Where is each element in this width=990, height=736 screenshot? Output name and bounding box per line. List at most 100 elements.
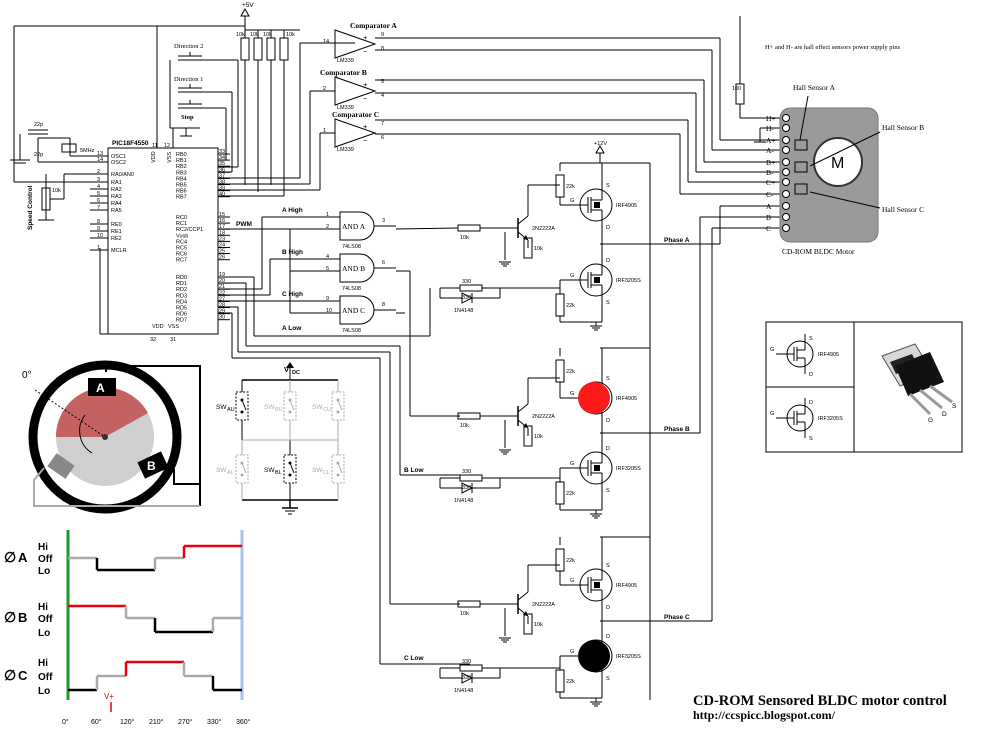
pic-pin-name: RD3	[176, 293, 187, 299]
coil-a	[88, 378, 116, 396]
vcc12-label: +12V	[594, 141, 607, 147]
comparator-c-out: 1	[323, 128, 326, 134]
switch-contact	[336, 461, 340, 465]
signal-b-low: B Low	[404, 467, 424, 474]
comparator-hall-wires: 100	[375, 16, 780, 195]
pic-pin-num: 25	[219, 249, 225, 255]
motor-pin-dot	[782, 202, 790, 210]
pic-pin-name: RB2	[176, 164, 187, 170]
comparator-a-triangle	[334, 29, 377, 59]
level-label: Hi	[38, 602, 48, 613]
pic-pin31: 31	[170, 337, 176, 343]
resistor	[555, 293, 565, 317]
pic-pin-num: 9	[97, 226, 100, 232]
fet-diode	[594, 582, 600, 588]
p-fet-0	[579, 188, 613, 222]
button-direction1-label: Direction 1	[174, 76, 203, 83]
switch-contact	[288, 398, 292, 402]
ref-fet-g: G	[770, 411, 774, 417]
phase-name: C	[18, 668, 28, 683]
fet-s: S	[606, 183, 610, 189]
motor-title: CD-ROM BLDC Motor	[782, 247, 855, 256]
pic-pin-name: RA1	[111, 180, 122, 186]
resistor	[523, 613, 533, 635]
r330-label: 330	[462, 659, 471, 665]
diode-label: 1N4148	[454, 688, 473, 694]
phase-name: B	[18, 610, 27, 625]
npn-label: 2N2222A	[532, 226, 555, 232]
fet-g: G	[570, 461, 574, 467]
signal-a-low: A Low	[282, 325, 302, 332]
pic-pin-name: RB7	[176, 195, 187, 201]
hall-a-label: Hall Sensor A	[793, 83, 836, 92]
comparator-b-triangle	[334, 76, 377, 106]
resistor-label: 330	[462, 485, 471, 491]
resistor	[523, 237, 533, 259]
wire	[395, 227, 459, 230]
gate-a-body	[339, 211, 375, 241]
x-tick-label: 0°	[62, 718, 69, 726]
pic-pin-num: 8	[97, 219, 100, 225]
switch-box	[283, 454, 297, 484]
motor-pin-label: A+	[766, 136, 776, 145]
motor-note: H+ and H- are hall effect sensors power …	[765, 44, 901, 51]
speed-control: 10k Speed Control	[27, 173, 108, 335]
switch-box	[331, 391, 345, 421]
cap1-label: 22p	[34, 122, 43, 128]
coil-b-label: B	[147, 459, 156, 473]
pic-pin-num: 18	[219, 230, 225, 236]
gate-a-chip: 74LS08	[342, 244, 361, 250]
phase-symbol: ∅	[4, 549, 16, 565]
gate-a-in1: 1	[326, 212, 329, 218]
stator-angle-0: 0°	[22, 370, 32, 381]
pic-pin-num: 38	[219, 180, 225, 186]
x-tick-label: 60°	[91, 718, 102, 726]
resistor	[555, 174, 565, 198]
x-tick-label: 360°	[236, 718, 251, 726]
motor-pin-dot	[782, 136, 790, 144]
motor-pin-dot	[782, 158, 790, 166]
resistor-label: 22k	[566, 491, 575, 497]
wire	[337, 399, 343, 411]
motor-pin-label: B-	[766, 168, 774, 177]
pic-pin-name: RD5	[176, 306, 187, 312]
pic-vdd-top: VDD	[151, 151, 157, 163]
plus-sign: +	[363, 33, 368, 42]
pic-pin-name: RD0	[176, 275, 187, 281]
switch-sub: CL	[323, 470, 330, 476]
gate-a-out: 3	[382, 218, 385, 224]
resistor-label: 10k	[534, 246, 543, 252]
pic-pin-name: RE1	[111, 229, 122, 235]
pic-pin-name: RE0	[111, 222, 122, 228]
to220-s: S	[952, 403, 957, 410]
pic-pin-name: RD4	[176, 299, 187, 305]
phase-symbol: ∅	[4, 667, 16, 683]
level-label: Off	[38, 614, 53, 625]
pic-name: PIC18F4550	[112, 140, 149, 147]
resistor	[459, 664, 483, 672]
pic-pin-num: 23	[219, 236, 225, 242]
minus-sign: −	[363, 94, 368, 103]
resistor	[555, 481, 565, 505]
resistor	[457, 224, 481, 232]
pic-pin-name: RC7	[176, 258, 187, 264]
resistor	[523, 425, 533, 447]
resistor-label: 22k	[566, 679, 575, 685]
pic-pin-num: 21	[219, 284, 225, 290]
resistor	[457, 412, 481, 420]
pic-pin-num: 14	[97, 157, 103, 163]
signal-b-high: B High	[282, 249, 303, 256]
speed-label: Speed Control	[27, 185, 34, 230]
comparator-c-chip: LM339	[337, 147, 354, 153]
motor-pin-label: B	[766, 213, 771, 222]
black-dot	[578, 640, 610, 672]
motor-pin-dot	[782, 178, 790, 186]
pic-pin-num: 39	[219, 186, 225, 192]
switch-name: SW	[312, 404, 323, 411]
gate-b-body	[339, 253, 375, 283]
red-dot	[578, 382, 610, 414]
motor-pin-label: A	[766, 202, 772, 211]
wire	[337, 462, 343, 474]
